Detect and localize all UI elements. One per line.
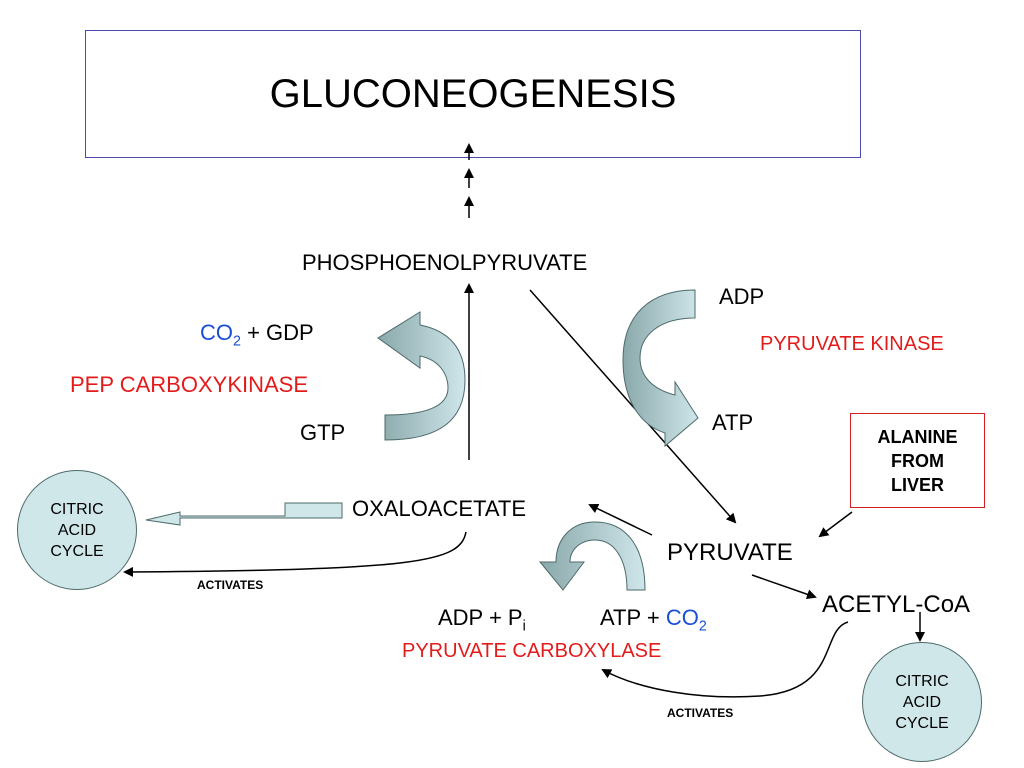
adp-label: ADP (719, 284, 765, 309)
atp-label: ATP (712, 410, 754, 435)
atp-plus-text: ATP + (600, 605, 666, 630)
pep-to-pyruvate-arrow (529, 289, 737, 524)
citric-acid-cycle-right: CITRIC ACID CYCLE (862, 642, 982, 762)
pep-carboxykinase-curved-arrow (377, 311, 466, 441)
pyruvate-kinase-curved-arrow (622, 289, 699, 448)
citric-acid-cycle-left: CITRIC ACID CYCLE (17, 470, 137, 590)
pyruvate-label: PYRUVATE (667, 539, 793, 566)
co2b-text: CO (665, 605, 699, 630)
activates-right-arrow (601, 621, 849, 698)
co2-text: CO (200, 320, 233, 345)
co2-subscript: 2 (233, 333, 241, 350)
oxaloacetate-to-cycle-block-arrow (145, 502, 343, 526)
activates-left-arrow (123, 531, 467, 577)
activates-right-label: ACTIVATES (667, 706, 734, 720)
atp-co2-label: ATP + CO2 (600, 605, 707, 634)
pyruvate-to-acetylcoa-arrow (751, 574, 817, 600)
gtp-label: GTP (300, 420, 346, 445)
alanine-from-liver-box: ALANINE FROM LIVER (850, 413, 985, 508)
adp-pi-text: ADP + P (438, 605, 523, 630)
co2-gdp-label: CO2 + GDP (200, 320, 314, 349)
pyruvate-kinase-label: PYRUVATE KINASE (760, 333, 944, 355)
alanine-to-pyruvate-arrow (818, 511, 853, 538)
page-title: GLUCONEOGENESIS (269, 71, 677, 116)
pi-subscript: i (522, 618, 526, 635)
pyruvate-carboxylase-curved-arrow (538, 521, 646, 591)
pep-label: PHOSPHOENOLPYRUVATE (302, 250, 588, 275)
adp-pi-label: ADP + Pi (438, 605, 526, 634)
oxaloacetate-label: OXALOACETATE (352, 496, 527, 521)
pyruvate-to-oxaloacetate-arrow (588, 503, 653, 536)
gdp-text: + GDP (240, 320, 314, 345)
pep-carboxykinase-label: PEP CARBOXYKINASE (70, 372, 309, 397)
title-box: GLUCONEOGENESIS (85, 30, 861, 158)
co2b-subscript: 2 (698, 618, 707, 635)
pyruvate-carboxylase-label: PYRUVATE CARBOXYLASE (402, 640, 662, 662)
activates-left-label: ACTIVATES (197, 578, 264, 592)
acetyl-coa-label: ACETYL-CoA (822, 591, 971, 618)
